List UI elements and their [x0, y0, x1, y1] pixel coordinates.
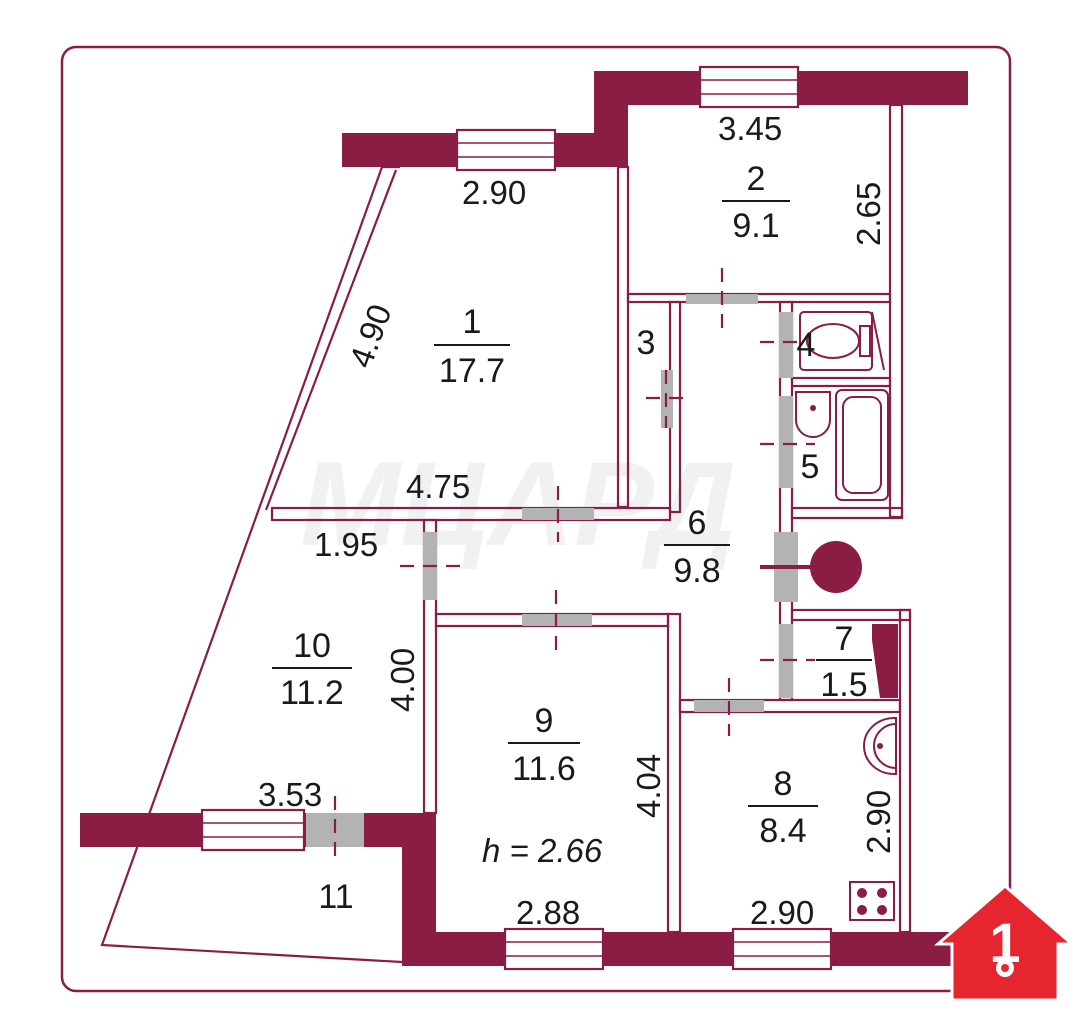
dim-room1-diag: 4.90 [342, 299, 399, 372]
dim-room10-side: 4.00 [384, 648, 421, 712]
dim-room9-bottom: 2.88 [516, 894, 580, 931]
storage-shelf-icon [872, 624, 898, 698]
agency-logo: 1 [933, 884, 1077, 1002]
svg-text:10: 10 [293, 627, 331, 665]
ceiling-height-label: h = 2.66 [482, 832, 603, 869]
dim-room8-bottom: 2.90 [750, 894, 814, 931]
svg-text:9.8: 9.8 [673, 552, 720, 590]
room-6-label: 6 9.8 [664, 504, 730, 590]
room-8-label: 8 8.4 [748, 765, 818, 850]
svg-text:9.1: 9.1 [732, 207, 779, 245]
riser-icon [760, 541, 862, 593]
svg-text:11.6: 11.6 [512, 750, 576, 788]
dim-room2-side: 2.65 [850, 182, 887, 246]
room-5-label: 5 [801, 448, 820, 486]
room-2-label: 2 9.1 [722, 160, 790, 245]
room-11-label: 11 [318, 878, 353, 916]
windows [200, 65, 833, 971]
svg-text:1: 1 [463, 303, 482, 341]
room-9-label: 9 11.6 [508, 702, 580, 788]
dim-room8-side: 2.90 [860, 790, 897, 854]
room-10-label: 10 11.2 [272, 627, 352, 712]
room-1-label: 1 17.7 [434, 303, 510, 390]
room-7-label: 7 1.5 [816, 620, 872, 704]
bathtub-icon [835, 389, 889, 501]
kitchen-sink-icon [863, 717, 897, 775]
toilet-icon [799, 311, 885, 371]
svg-text:2: 2 [747, 160, 766, 198]
watermark: МЦАРД [300, 437, 736, 571]
dimension-labels: 3.45 2.65 2.90 4.90 4.75 1.95 4.00 3.53 … [258, 110, 897, 931]
svg-text:11.2: 11.2 [280, 674, 344, 712]
dim-room1-bottom: 4.75 [406, 468, 470, 505]
room-3-label: 3 [637, 324, 656, 362]
svg-text:7: 7 [835, 620, 854, 658]
door-axes [333, 268, 815, 862]
svg-text:9: 9 [535, 702, 554, 740]
svg-text:8: 8 [774, 765, 793, 803]
svg-text:17.7: 17.7 [439, 352, 505, 390]
dim-hall-left: 1.95 [314, 526, 378, 563]
room-4-label: 4 [797, 326, 816, 364]
room-labels: 1 17.7 2 9.1 3 4 5 6 9.8 7 1.5 8 8.4 [272, 160, 872, 916]
svg-text:1.5: 1.5 [820, 666, 867, 704]
stove-icon [849, 881, 895, 921]
sink-icon [795, 391, 831, 438]
svg-text:8.4: 8.4 [759, 812, 806, 850]
dim-room9-side: 4.04 [630, 754, 667, 818]
dim-balcony-top: 3.53 [258, 776, 322, 813]
svg-text:6: 6 [688, 504, 707, 542]
fixtures [760, 311, 898, 921]
plan-frame [60, 45, 1012, 993]
dim-room2-top: 3.45 [718, 110, 782, 147]
dim-room1-top: 2.90 [462, 174, 526, 211]
